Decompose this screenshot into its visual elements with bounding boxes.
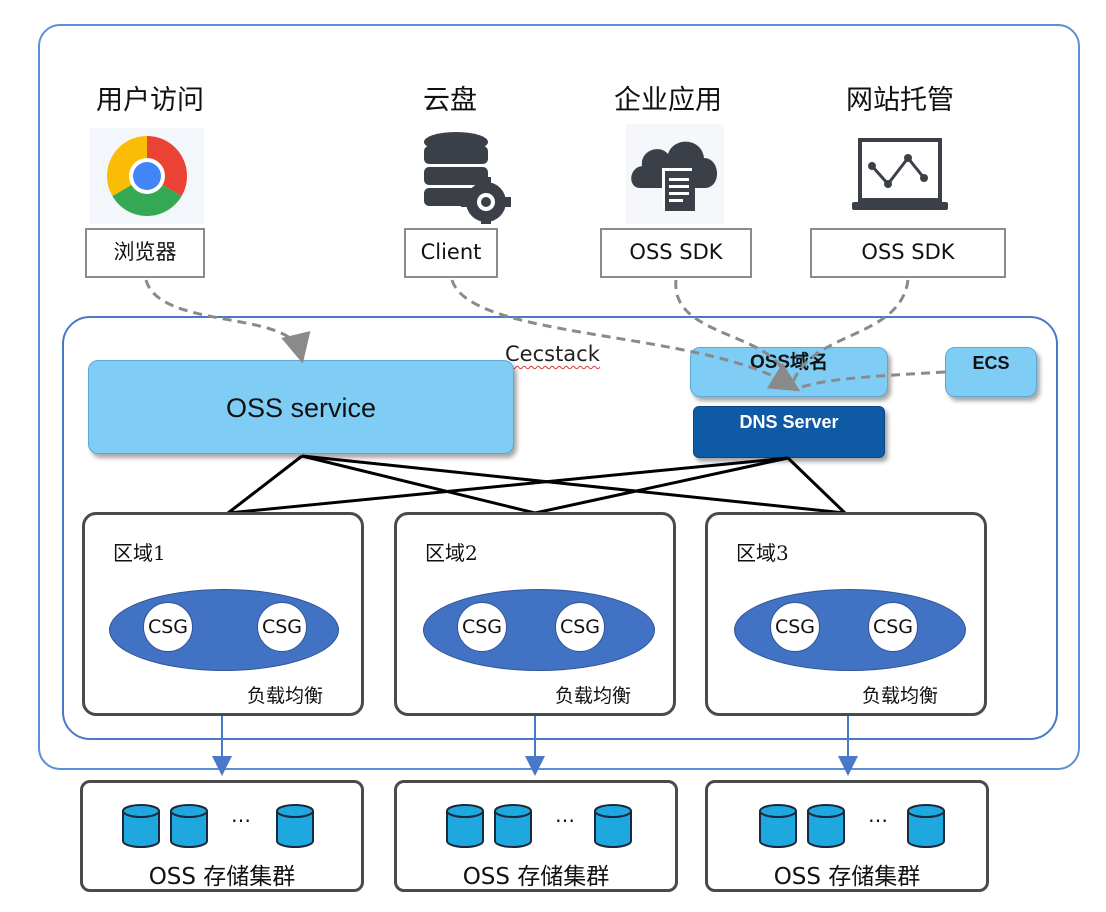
disk-icons <box>759 804 945 848</box>
client-title-user-access: 用户访问 <box>96 85 204 116</box>
client-title-website-hosting: 网站托管 <box>846 85 954 116</box>
client-box: Client <box>404 228 498 278</box>
csg-node: CSG <box>257 602 307 652</box>
cecstack-label: Cecstack <box>505 342 600 366</box>
oss-sdk-box-website: OSS SDK <box>810 228 1006 278</box>
csg-node: CSG <box>868 602 918 652</box>
load-balancer-label: 负载均衡 <box>555 685 632 707</box>
load-balancer-label: 负载均衡 <box>862 685 939 707</box>
flow-client-to-domain <box>450 279 801 392</box>
client-title-enterprise-app: 企业应用 <box>614 85 722 116</box>
ellipsis: … <box>231 803 251 827</box>
flow-ecs-to-domain <box>793 370 946 392</box>
csg-node: CSG <box>143 602 193 652</box>
region-3: 区域3 CSG CSG 负载均衡 <box>705 512 987 716</box>
outer-frame <box>38 24 1080 770</box>
csg-cluster-ellipse <box>734 589 966 671</box>
region-2: 区域2 CSG CSG 负载均衡 <box>394 512 676 716</box>
storage-cluster-1: … OSS 存储集群 <box>80 780 364 892</box>
region-label: 区域1 <box>113 541 166 565</box>
database-gear-icon <box>424 132 511 224</box>
csg-node: CSG <box>457 602 507 652</box>
region-label: 区域3 <box>736 541 789 565</box>
csg-node: CSG <box>555 602 605 652</box>
chrome-browser-icon <box>90 128 204 224</box>
storage-cluster-label: OSS 存储集群 <box>462 864 610 890</box>
disk-icons <box>446 804 632 848</box>
region-1: 区域1 CSG CSG 负载均衡 <box>82 512 364 716</box>
flow-browser-to-service <box>144 279 311 364</box>
region-label: 区域2 <box>425 541 478 565</box>
flow-sdk2-to-domain <box>790 279 910 386</box>
load-balancer-label: 负载均衡 <box>247 685 324 707</box>
laptop-chart-icon <box>852 138 948 210</box>
csg-node: CSG <box>770 602 820 652</box>
oss-sdk-box-enterprise: OSS SDK <box>600 228 752 278</box>
storage-cluster-3: … OSS 存储集群 <box>705 780 989 892</box>
cecstack-cloud-frame <box>62 316 1058 740</box>
cloud-document-icon <box>626 124 724 224</box>
storage-cluster-label: OSS 存储集群 <box>148 864 296 890</box>
browser-box: 浏览器 <box>85 228 205 278</box>
ellipsis: … <box>555 803 575 827</box>
disk-icons <box>122 804 314 848</box>
oss-service-box: OSS service <box>88 360 514 454</box>
mesh-lines <box>227 454 847 515</box>
ellipsis: … <box>868 803 888 827</box>
storage-cluster-2: … OSS 存储集群 <box>394 780 678 892</box>
flow-sdk1-to-domain <box>674 279 792 386</box>
storage-cluster-label: OSS 存储集群 <box>773 864 921 890</box>
oss-domain-box: OSS域名 <box>690 347 888 397</box>
ecs-box: ECS <box>945 347 1037 397</box>
client-title-cloud-disk: 云盘 <box>423 85 477 116</box>
